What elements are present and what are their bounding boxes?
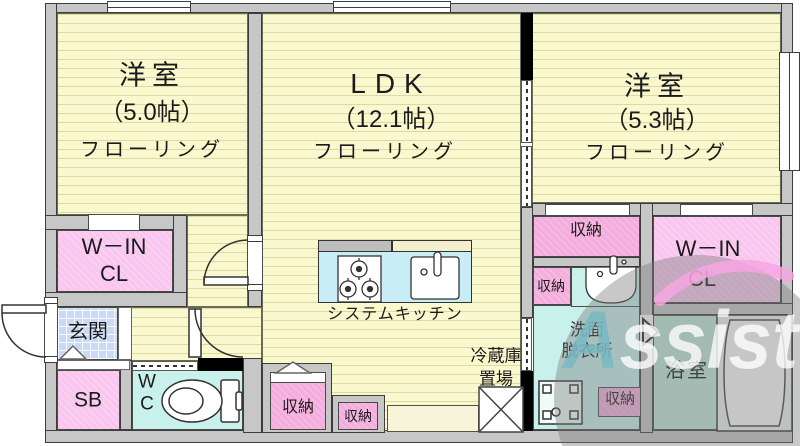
wall-segment <box>243 358 262 433</box>
wall-segment <box>248 13 262 241</box>
room-left-size: （5.0帖） <box>99 99 205 126</box>
hall-floor <box>130 307 262 361</box>
bath-door-gap <box>640 315 653 349</box>
wall-segment <box>120 360 132 430</box>
ldk-size: （12.1帖） <box>331 106 451 133</box>
closet-opening-wic-right <box>680 204 753 216</box>
fridge-label-2: 置場 <box>479 369 513 389</box>
fridge-label-1: 冷蔵庫 <box>470 346 522 366</box>
storage-right-top-floor <box>533 216 640 257</box>
wall-black-segment <box>521 371 533 431</box>
door-jamb <box>44 297 58 304</box>
wall-segment <box>521 207 533 318</box>
storage-washroom-label: 収納 <box>604 390 636 408</box>
kitchen-back-gray <box>318 240 392 252</box>
shoebox-floor <box>57 370 120 430</box>
ldk-name: LDK <box>350 68 432 99</box>
sliding-door-ldk-room-right-1 <box>521 80 532 143</box>
storage-mid-floor <box>270 382 326 430</box>
room-right-name: 洋室 <box>624 71 690 102</box>
wall-segment <box>45 292 187 307</box>
room-left-floor-type: フローリング <box>80 139 224 161</box>
bath-label: 浴室 <box>665 360 709 382</box>
door-opening-corridor <box>247 240 263 287</box>
genkan-step-side <box>118 307 132 360</box>
counter-strip <box>387 405 479 432</box>
window-top-left <box>107 1 191 13</box>
storage-mid-label: 収納 <box>281 399 315 416</box>
storage-right-small-label: 収納 <box>537 278 565 294</box>
storage-washroom-floor <box>598 387 642 417</box>
closet-opening-room-left <box>88 214 140 231</box>
wall-black-segment <box>521 13 533 80</box>
shoebox-label: SB <box>73 388 103 412</box>
closet-opening-storage-right <box>545 204 630 216</box>
ldk-floor-type: フローリング <box>313 141 457 163</box>
wc-label-1: W <box>138 371 156 393</box>
window-top-ldk <box>333 1 451 13</box>
room-left-floor <box>57 13 248 215</box>
genkan-label: 玄関 <box>68 321 108 343</box>
washroom-label-2: 脱衣所 <box>561 341 613 361</box>
wc-label-2: C <box>140 393 154 415</box>
washroom-floor-upper <box>571 267 640 307</box>
washroom-label-1: 洗面 <box>570 320 604 340</box>
door-jamb <box>247 284 263 291</box>
kitchen-back-pale <box>392 240 472 252</box>
sliding-door-ldk-room-right-2 <box>521 146 532 207</box>
entrance-door-swing <box>1 304 47 358</box>
room-right-size: （5.3帖） <box>604 107 710 134</box>
sliding-door-ldk-washroom <box>521 318 532 371</box>
storage-right-top-label: 収納 <box>569 222 603 239</box>
window-right <box>779 52 800 171</box>
room-right-floor <box>532 13 781 203</box>
genkan-step-bottom <box>57 360 130 370</box>
kitchen-label: システムキッチン <box>327 306 463 323</box>
storage-right-small-floor <box>533 267 571 305</box>
storage-mid2-label: 収納 <box>344 408 372 424</box>
wic-left-label-2: CL <box>99 261 129 286</box>
wall-segment <box>533 257 640 267</box>
wic-right-label-1: W－IN <box>675 236 741 261</box>
room-left-name: 洋室 <box>119 60 185 91</box>
door-jamb <box>247 235 263 242</box>
wall-segment <box>653 303 793 315</box>
room-right-floor-type: フローリング <box>585 142 729 164</box>
wic-right-label-2: CL <box>687 266 717 291</box>
sliding-door-wc <box>132 361 198 371</box>
storage-mid2-floor <box>338 402 378 430</box>
entrance-door-opening <box>44 301 58 359</box>
wall-black-segment <box>198 358 243 371</box>
wic-left-floor <box>57 230 173 292</box>
corridor-floor <box>187 215 248 307</box>
wic-left-label-1: W－IN <box>81 234 147 259</box>
door-jamb <box>44 356 58 363</box>
